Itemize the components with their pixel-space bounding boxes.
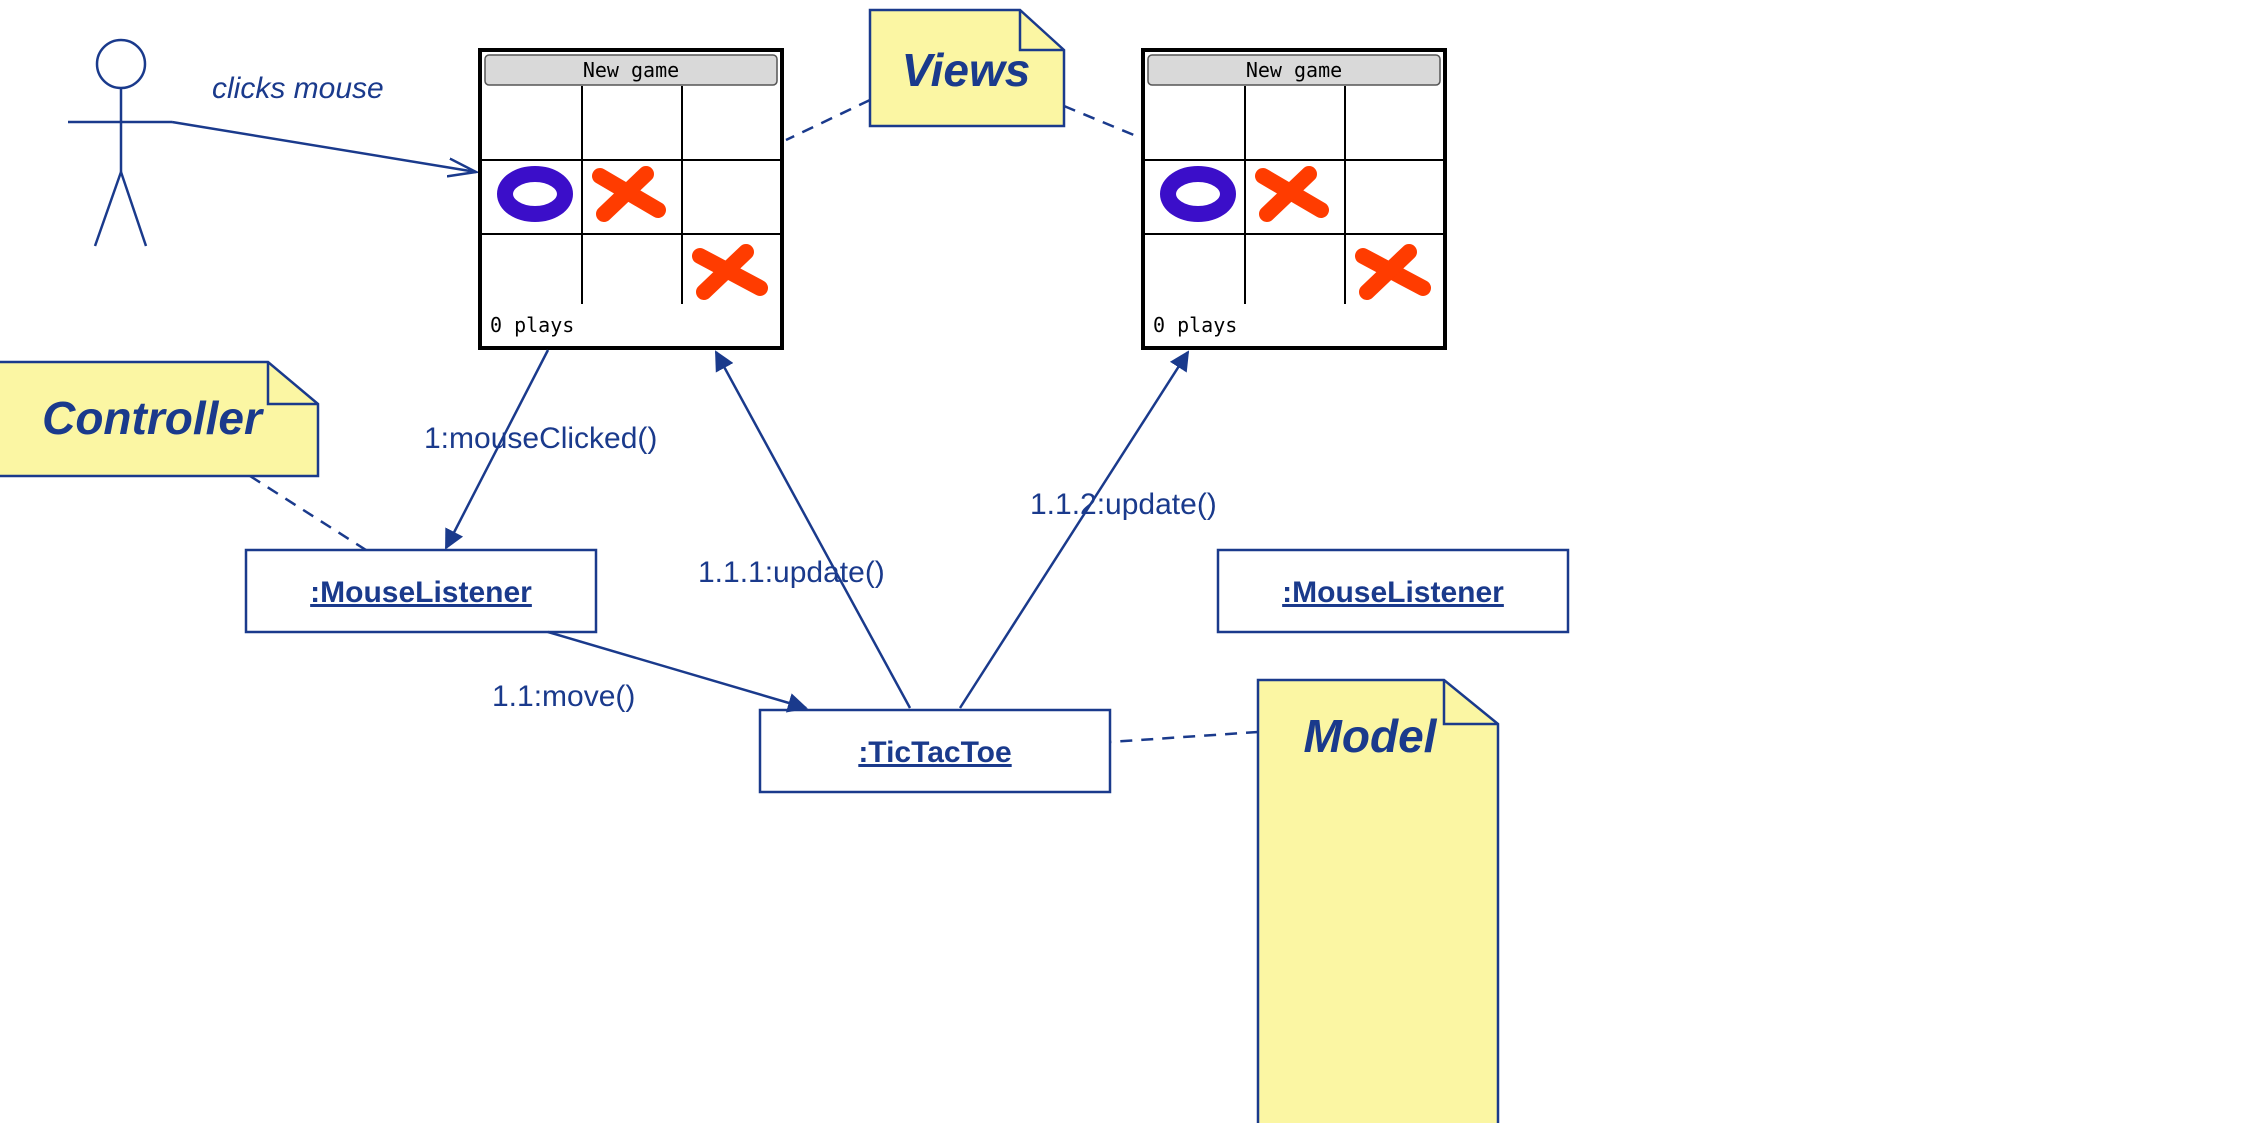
update-1-arrow [714,350,912,709]
new-game-button-label: New game [1246,58,1342,82]
mouse-listener-label-1: :MouseListener [310,576,532,609]
controller-note-label: Controller [42,392,264,444]
x-mark [592,166,666,222]
controller-note-link [249,474,367,552]
model-note-label: Model [1304,710,1438,762]
move-arrow [547,630,808,713]
mouse-listener-label-2: :MouseListener [1282,576,1504,609]
x-mark [1355,244,1431,300]
actor-action-label: clicks mouse [212,72,384,105]
click-arrow [171,120,476,172]
mouse-listener-object-1: :MouseListener [244,548,598,634]
model-note-link [1109,730,1259,744]
view-window-2[interactable]: New game 0 plays [1141,48,1447,350]
new-game-button[interactable] [1147,54,1441,86]
plays-count: 0 plays [1153,313,1237,337]
mouse-clicked-arrow [444,349,550,550]
update-1-label: 1.1.1:update() [698,556,885,589]
actor-stick-figure [68,38,172,247]
new-game-button-label: New game [583,58,679,82]
actor-right-leg [119,171,148,247]
o-mark [497,166,573,222]
model-note: Model [1256,678,1500,1123]
tictactoe-label: :TicTacToe [858,736,1011,769]
x-mark [692,244,768,300]
views-note-link-1 [785,98,871,142]
views-note-link-2 [1063,104,1142,140]
mouse-clicked-label: 1:mouseClicked() [424,422,657,455]
views-note: Views [868,8,1066,128]
controller-note: Controller [0,360,320,478]
actor-left-leg [93,171,123,247]
x-mark [1255,166,1329,222]
update-2-label: 1.1.2:update() [1030,488,1217,521]
actor-head [95,38,147,90]
o-mark [1160,166,1236,222]
update-2-arrow [958,350,1190,709]
views-note-label: Views [902,44,1031,96]
view-window-1[interactable]: New game 0 plays [478,48,784,350]
mouse-listener-object-2: :MouseListener [1216,548,1570,634]
plays-count: 0 plays [490,313,574,337]
move-label: 1.1:move() [492,680,635,713]
new-game-button[interactable] [484,54,778,86]
tictactoe-object: :TicTacToe [758,708,1112,794]
